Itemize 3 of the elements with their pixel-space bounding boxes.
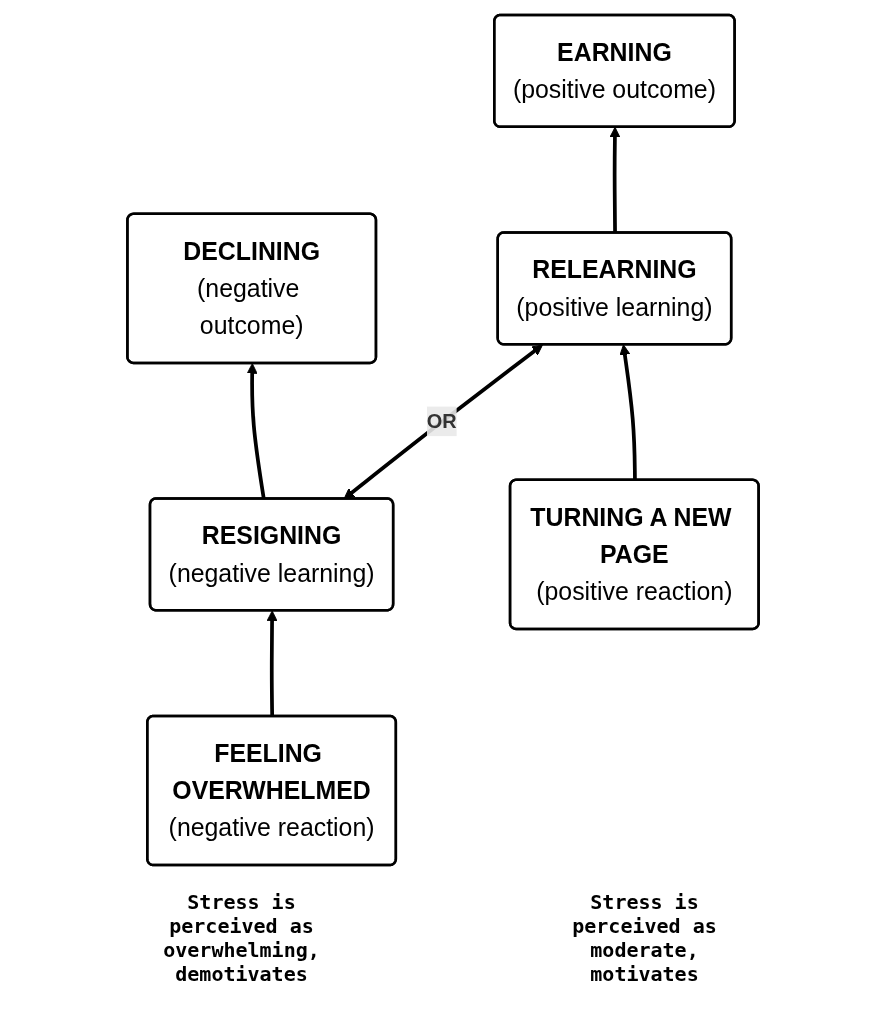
note-text: Stress is perceived as moderate, motivates	[571, 890, 718, 986]
note-text: Stress is perceived as overwhelming, demotivates	[162, 890, 321, 986]
edge-label: OR	[426, 410, 457, 432]
